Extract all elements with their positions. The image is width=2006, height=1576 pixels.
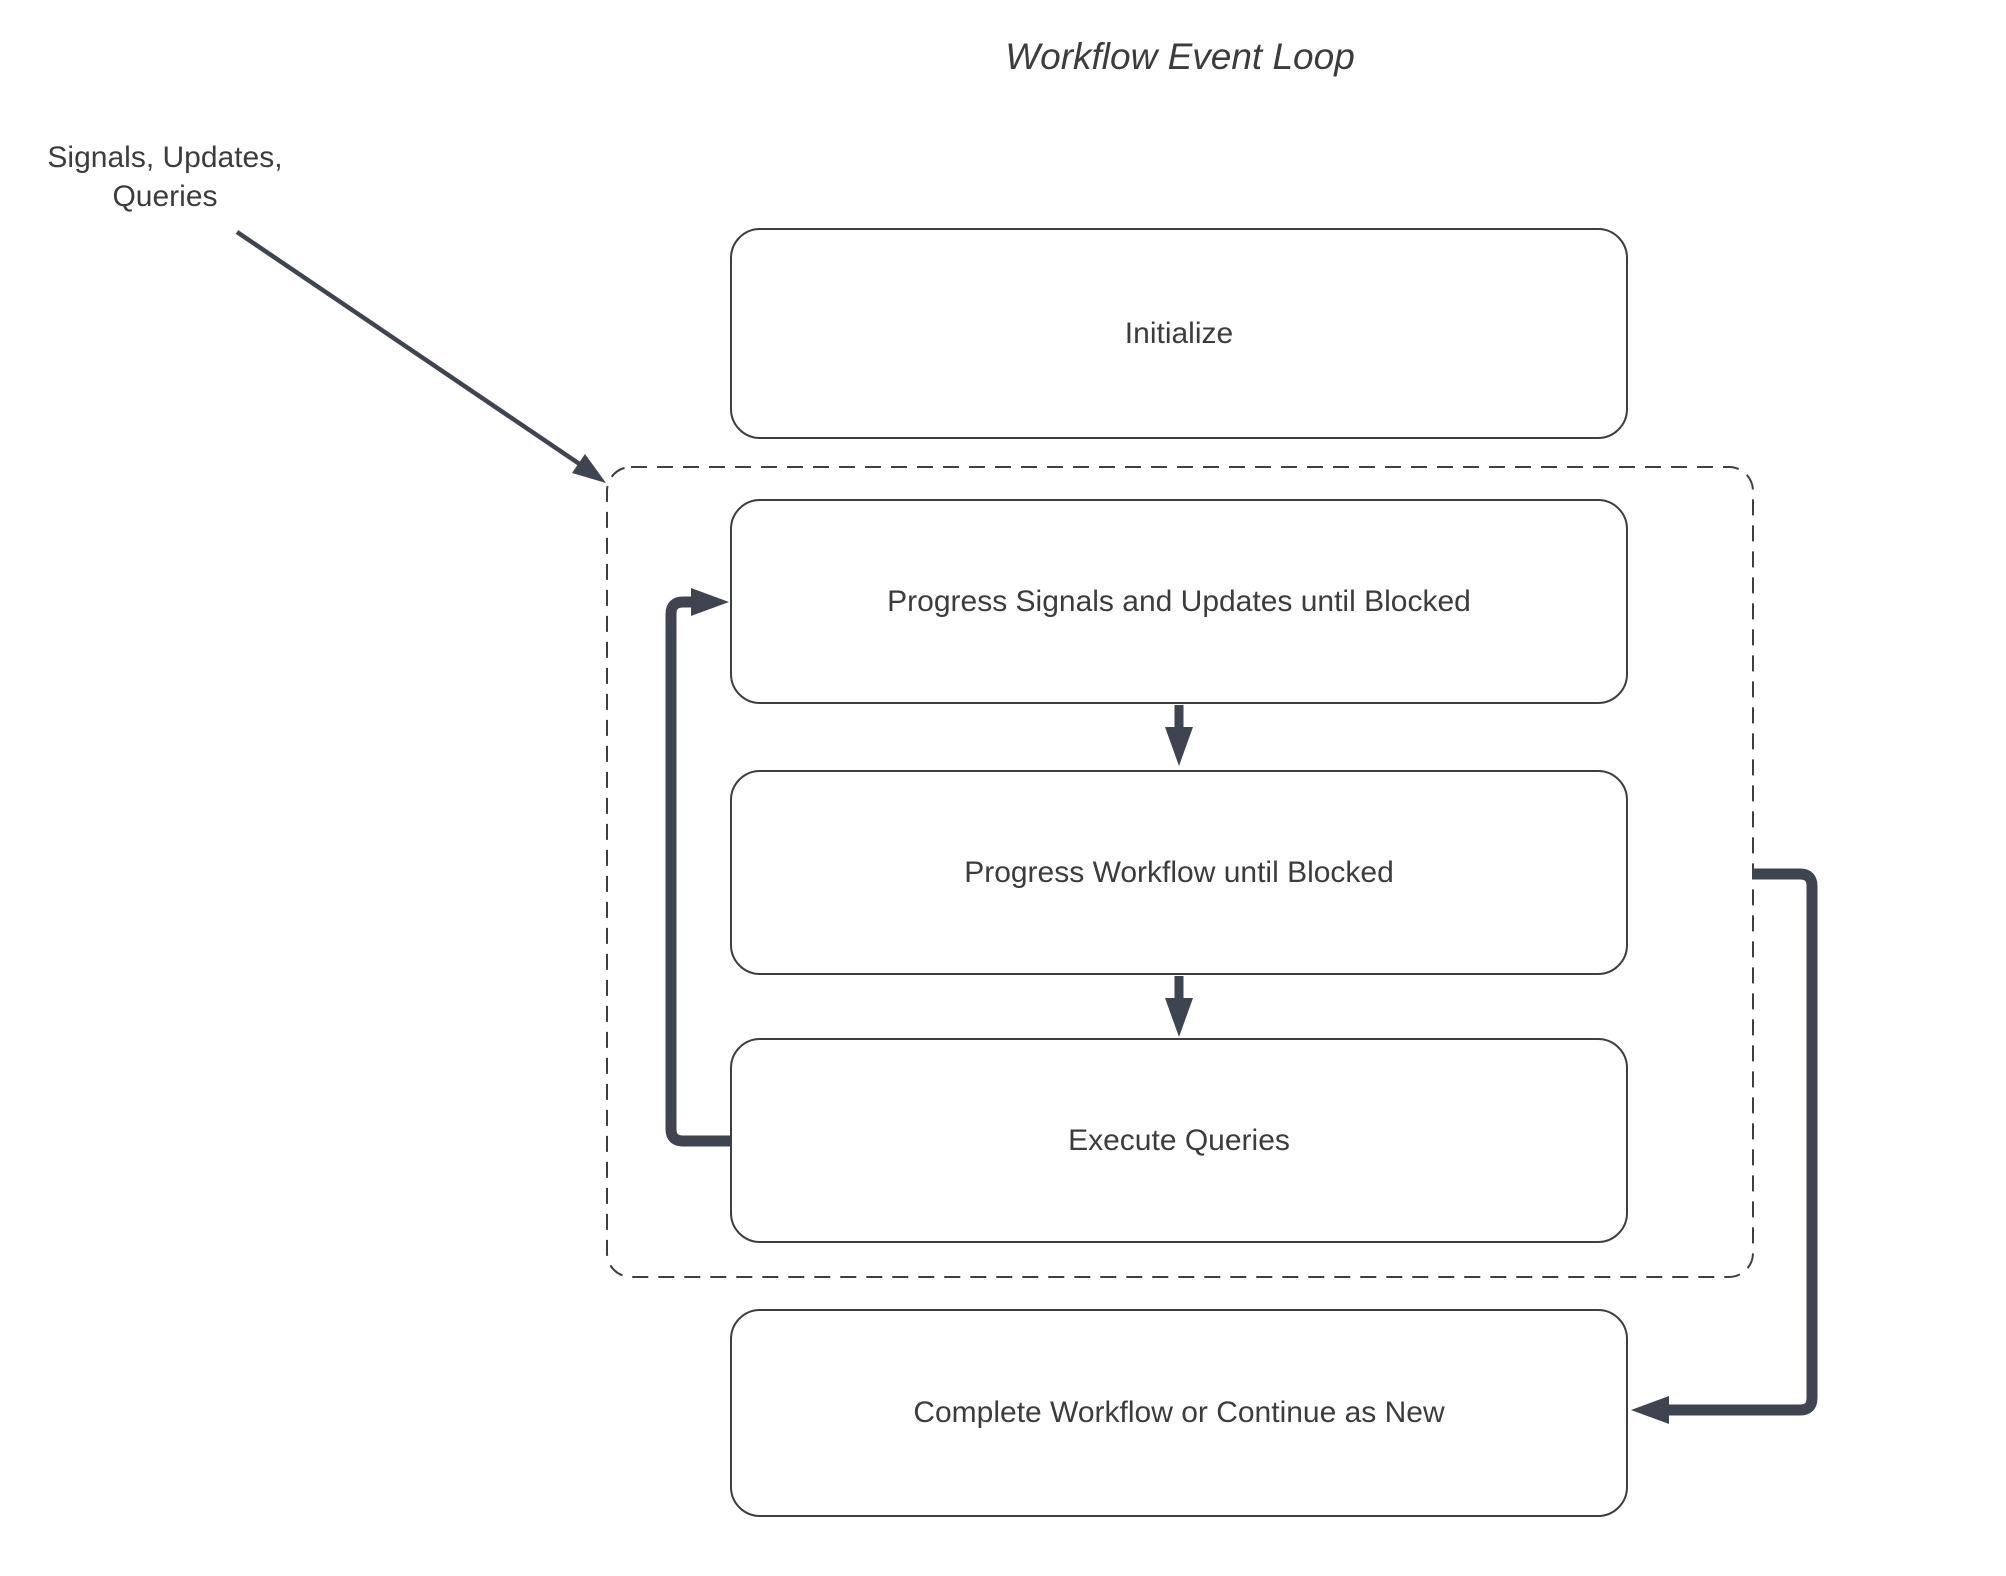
node-label: Progress Workflow until Blocked	[964, 855, 1394, 889]
signal-input-arrow	[235, 230, 606, 483]
arrowhead-icon	[1631, 1396, 1669, 1424]
arrow-workflow-to-complete	[1631, 868, 1818, 1424]
node-complete-workflow: Complete Workflow or Continue as New	[730, 1309, 1628, 1517]
node-label: Complete Workflow or Continue as New	[913, 1396, 1445, 1429]
signals-updates-queries-label: Signals, Updates, Queries	[47, 141, 283, 213]
arrowhead-icon	[1165, 998, 1193, 1037]
arrow-signals-to-workflow	[1165, 705, 1193, 766]
node-initialize: Initialize	[730, 228, 1628, 439]
arrowhead-icon	[691, 588, 729, 616]
arrowhead-icon	[572, 454, 606, 483]
arrow-queries-loopback	[665, 588, 730, 1147]
node-progress-signals: Progress Signals and Updates until Block…	[730, 499, 1628, 704]
node-label: Progress Signals and Updates until Block…	[887, 584, 1471, 618]
node-label: Execute Queries	[1068, 1123, 1290, 1157]
node-progress-workflow: Progress Workflow until Blocked	[730, 770, 1628, 975]
diagram-title: Workflow Event Loop	[1005, 36, 1355, 77]
arrowhead-icon	[1165, 727, 1193, 766]
node-execute-queries: Execute Queries	[730, 1038, 1628, 1243]
node-label: Initialize	[1124, 316, 1234, 350]
arrow-workflow-to-queries	[1165, 976, 1193, 1037]
